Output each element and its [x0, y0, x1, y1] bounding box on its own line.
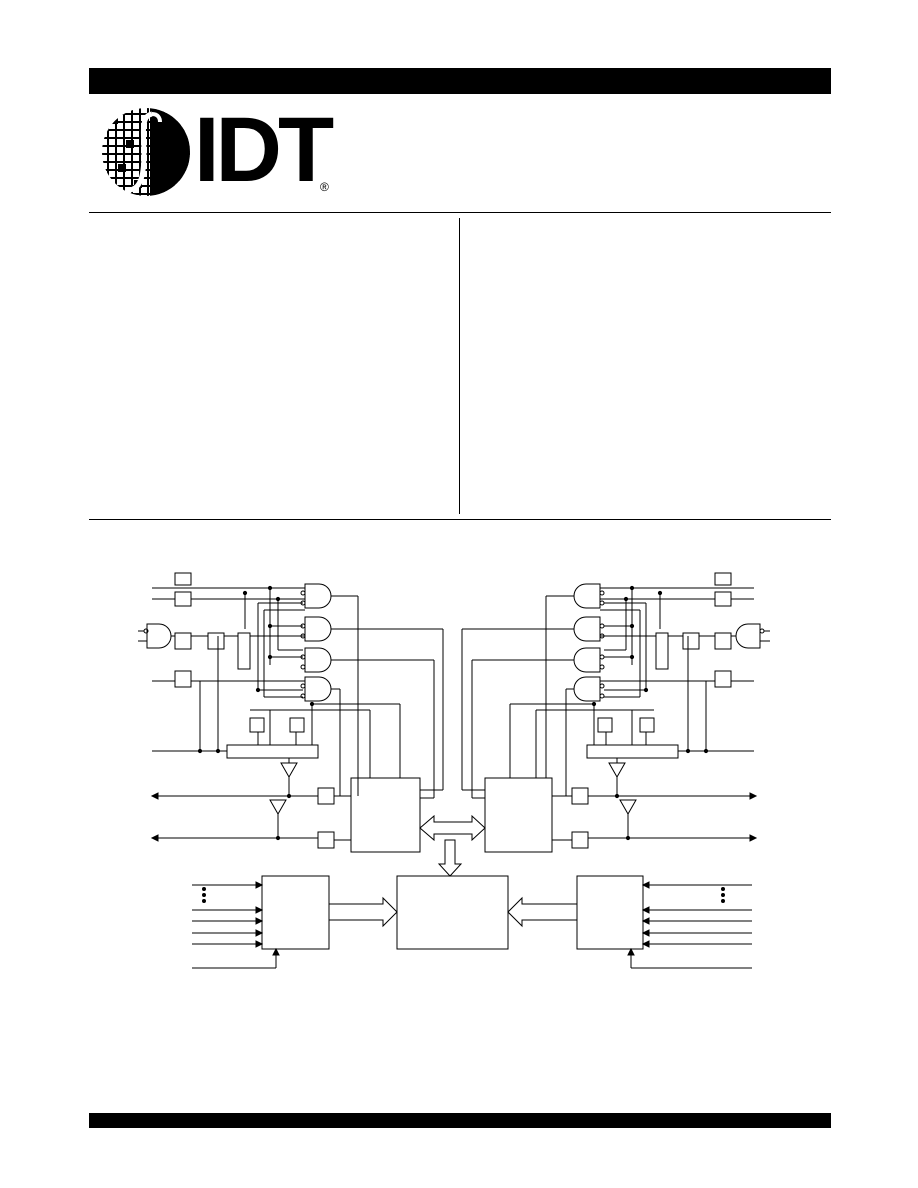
center-blocks — [192, 814, 752, 969]
idt-logo: IDT ® — [100, 100, 340, 200]
registered-mark: ® — [320, 180, 329, 194]
left-port-logic — [138, 572, 444, 853]
footer-bar — [89, 1113, 831, 1128]
idt-logo-mark — [102, 108, 190, 196]
idt-wordmark: IDT — [194, 99, 334, 201]
right-port-logic — [461, 572, 770, 853]
header-rule — [89, 212, 831, 213]
column-divider — [459, 218, 460, 514]
header-bar — [89, 68, 831, 94]
section-rule — [89, 519, 831, 520]
